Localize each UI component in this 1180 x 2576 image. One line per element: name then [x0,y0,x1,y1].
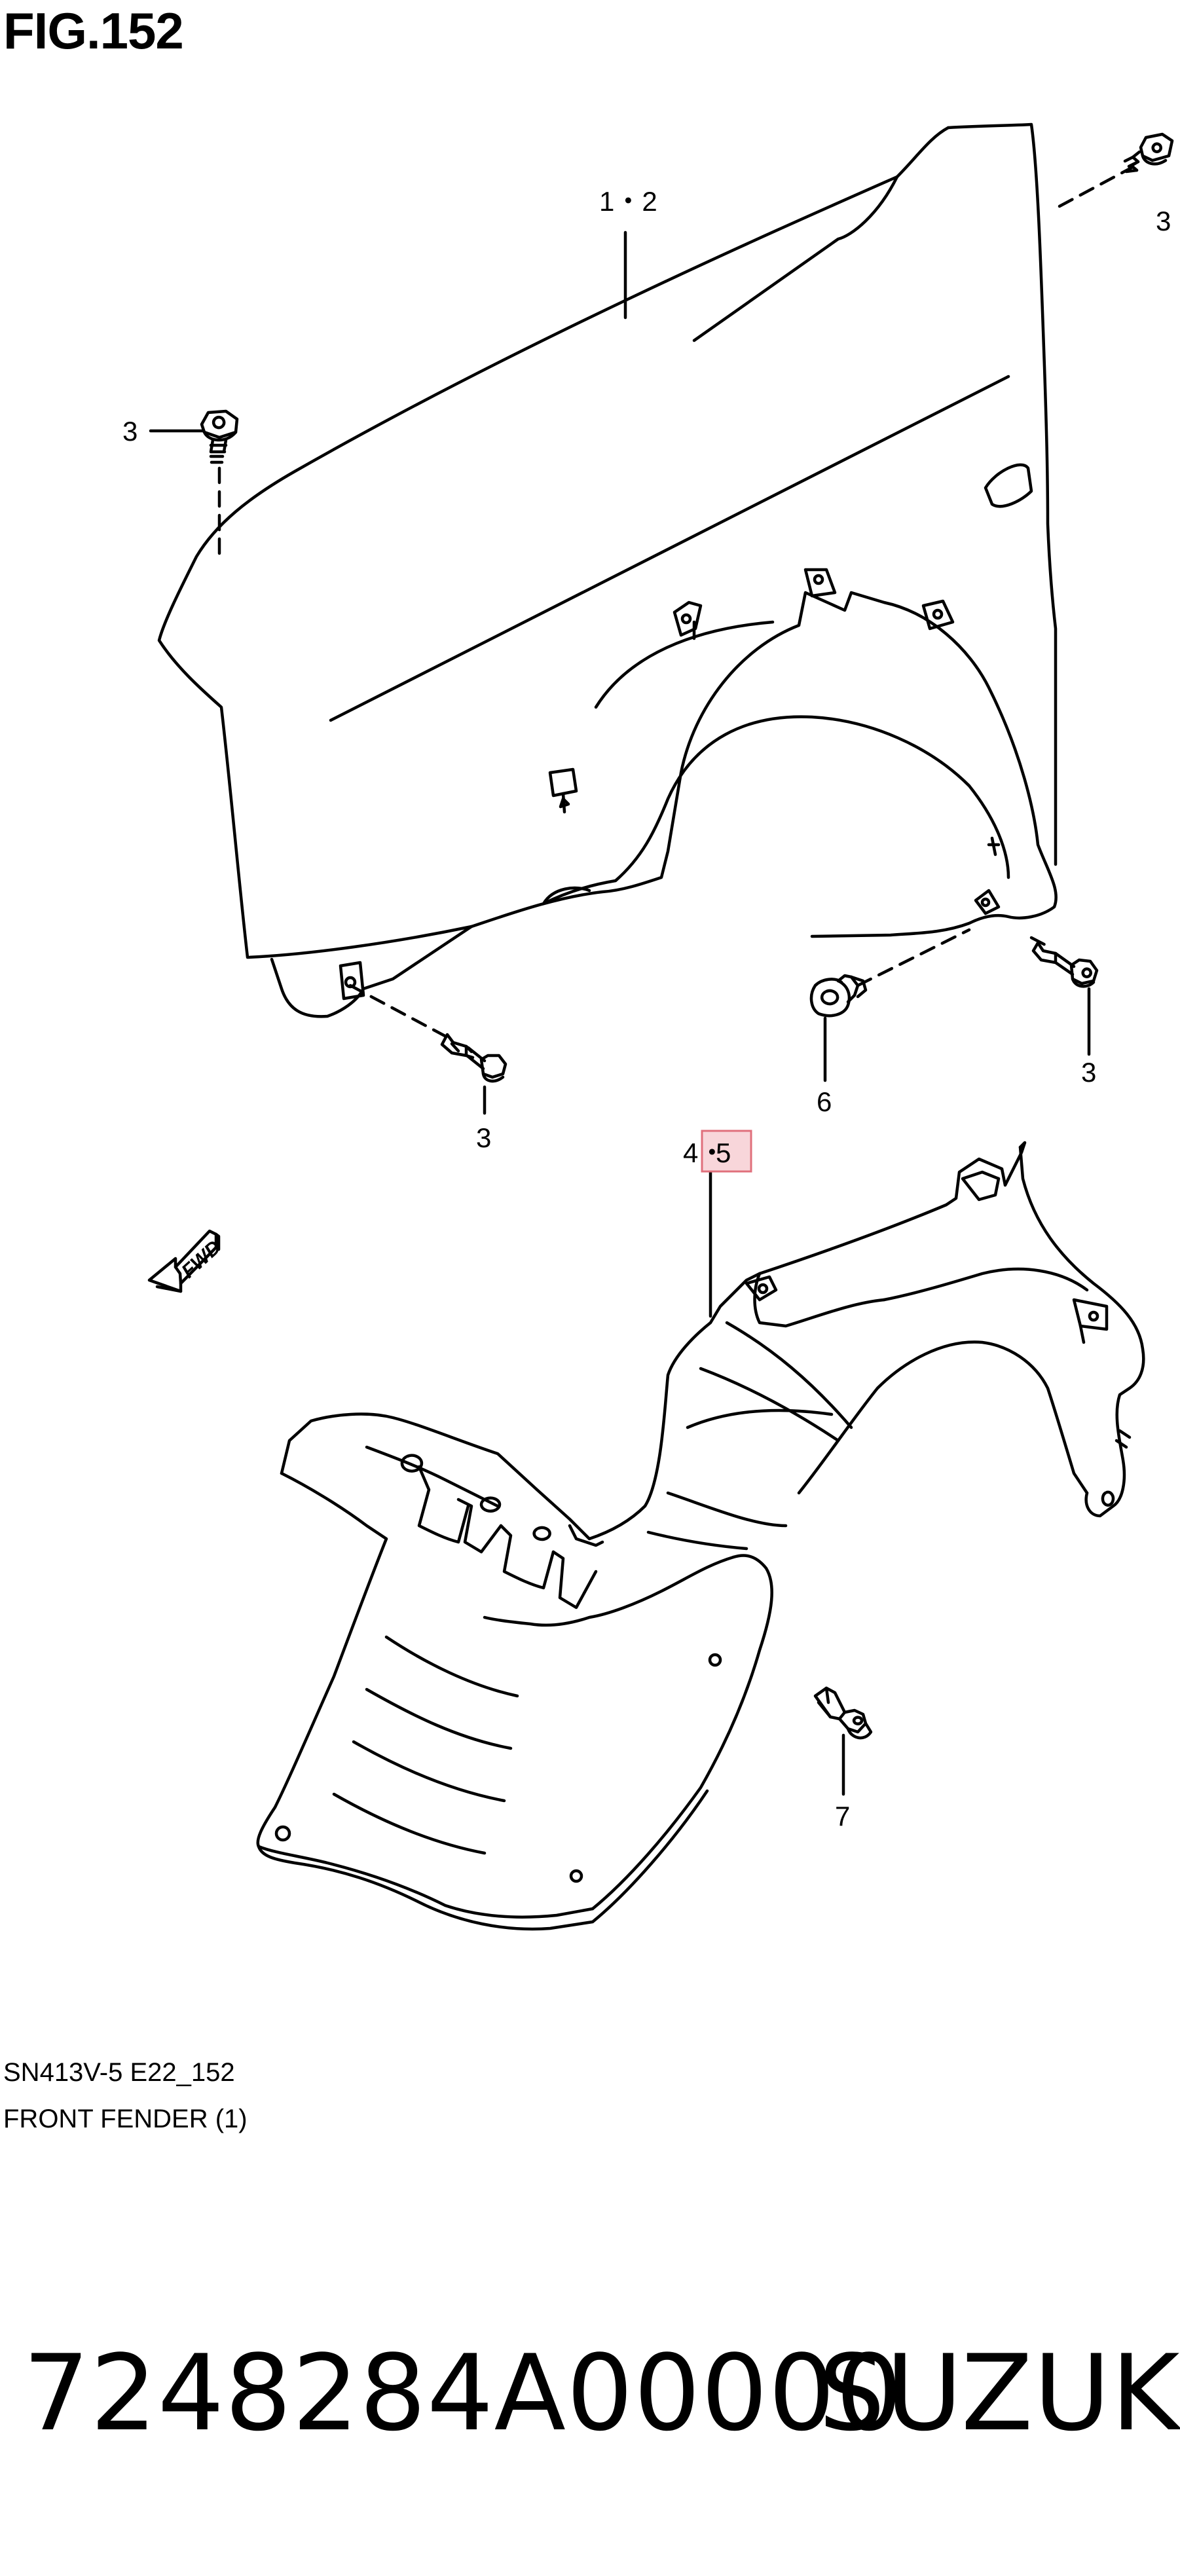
clip-fender [809,974,868,1018]
bolt-top-right [1123,132,1174,174]
callout-liner-prefix: 4・ [683,1137,726,1168]
brand-name: SUZUKI [819,2332,1180,2454]
bolt-bottom [440,1033,507,1083]
bolt-left [200,409,239,464]
figure-title: FIG.152 [3,2,184,60]
part-number: 7248284A00000 [23,2332,904,2454]
callout-bolt-right: 3 [1081,1057,1096,1088]
callout-bolt-bottom: 3 [476,1122,491,1153]
clip-liner [813,1686,873,1740]
group-name: FRONT FENDER (1) [3,2105,248,2133]
model-code: SN413V-5 E22_152 [3,2058,235,2087]
callout-bolt-top-right: 3 [1156,206,1171,236]
front-fender [157,122,1058,1018]
inner-fender-liner [256,1141,1145,1931]
callout-bolt-left: 3 [122,416,138,447]
callout-clip-liner: 7 [835,1801,850,1831]
highlight-box [701,1130,752,1173]
callout-fender: 1・2 [599,186,657,217]
bolt-right [1031,941,1099,988]
callout-clip-fender: 6 [817,1086,832,1117]
callout-liner-highlight: 5 [716,1137,731,1168]
fwd-arrow [147,1229,221,1293]
leader-lines [149,165,1135,1796]
